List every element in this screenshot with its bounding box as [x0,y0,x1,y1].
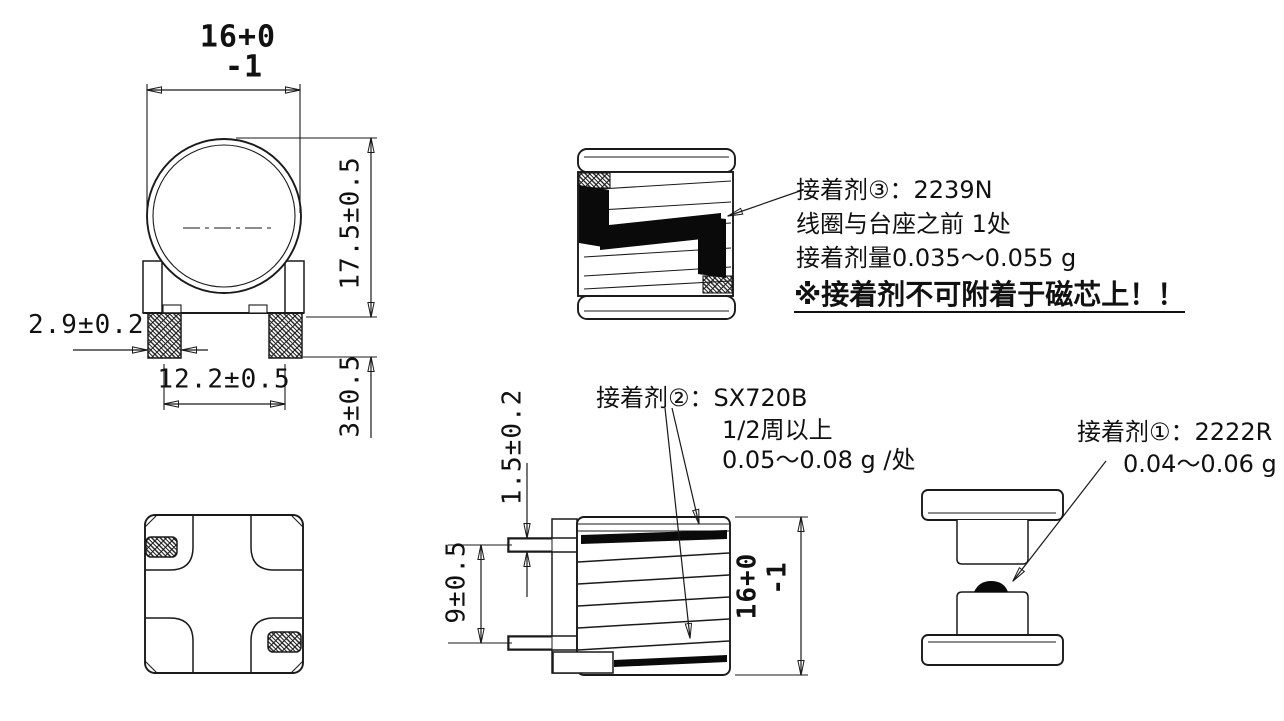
bottom-view [144,514,304,674]
adhesive3-fill [698,216,726,278]
lead-bottom [507,635,578,651]
dim-terminal-width-label: 2.9±0.2 [28,310,145,340]
pad-hatch-br [267,631,302,653]
dim-terminal-length-label: 3±0.5 [335,354,366,438]
leader-arrow-adhesive3 [727,191,798,217]
adhesive2-note-line3: 0.05～0.08 g /处 [722,446,916,474]
dim-width-label: 16+0 [199,19,277,55]
adhesive2-band-bottom [614,655,727,667]
corner-piece-bl [146,617,194,672]
coil-inner-outline [152,144,296,288]
dim-lead-spacing-label: 9±0.5 [441,540,472,624]
corner-piece-tl [146,516,194,571]
adhesive3-note-line3: 接着剂量0.035～0.055 g [796,244,1077,272]
winding-side-view [448,407,808,676]
dim-side-height-label: 16+0 [732,552,763,620]
adhesive2-band-top [581,530,727,544]
leader-arrow-adhesive2-b [664,407,693,639]
adhesive3-fill [600,213,721,250]
dim-terminal-pitch-label: 12.2±0.5 [157,364,291,395]
base-foot [552,651,614,674]
adhesive3-warning: ※接着剂不可附着于磁芯上！！ [794,280,1186,314]
base-left-post [142,260,163,314]
leader-arrow-adhesive1 [1012,460,1107,582]
base-right-post [284,260,305,314]
adhesive2-note-line2: 1/2周以上 [722,416,833,444]
core-bottom-stem [956,591,1029,635]
bottom-flange [577,295,736,320]
side-adhesive-view [577,148,798,320]
terminal-right [268,312,303,359]
corner-piece-br [250,617,302,672]
dim-height-label: 17.5±0.5 [335,156,366,290]
leader-arrow-adhesive2-a [671,407,700,525]
adhesive1-dab [974,581,1008,592]
coil-outline [146,138,302,294]
dim-width-tolerance-label: -1 [224,49,264,85]
adhesive3-note-line2: 线圈与台座之前 1处 [796,210,1011,238]
front-view [73,84,377,438]
bottom-view-outline [144,514,304,674]
core-bottom-flange [921,634,1064,666]
corner-piece-tr [250,516,302,571]
top-flange [577,148,736,173]
adhesive3-note-line1: 接着剂③：2239N [796,176,993,204]
core-top-flange [921,489,1064,521]
core-halves-view [921,460,1107,666]
dim-side-height-tolerance-label: -1 [762,561,793,595]
dim-lead-thickness-label: 1.5±0.2 [497,388,528,506]
wire-end-hatch-top [578,172,611,189]
lead-top [507,537,578,553]
adhesive1-note-line1: 接着剂①：2222R [1077,418,1273,446]
core-top-stem [956,520,1029,565]
adhesive2-note-line1: 接着剂②：SX720B [596,384,808,412]
terminal-left [147,312,182,359]
pad-hatch-tl [145,536,178,558]
wire-end-hatch-bottom [702,275,733,294]
adhesive1-note-line2: 0.04～0.06 g [1123,450,1277,478]
